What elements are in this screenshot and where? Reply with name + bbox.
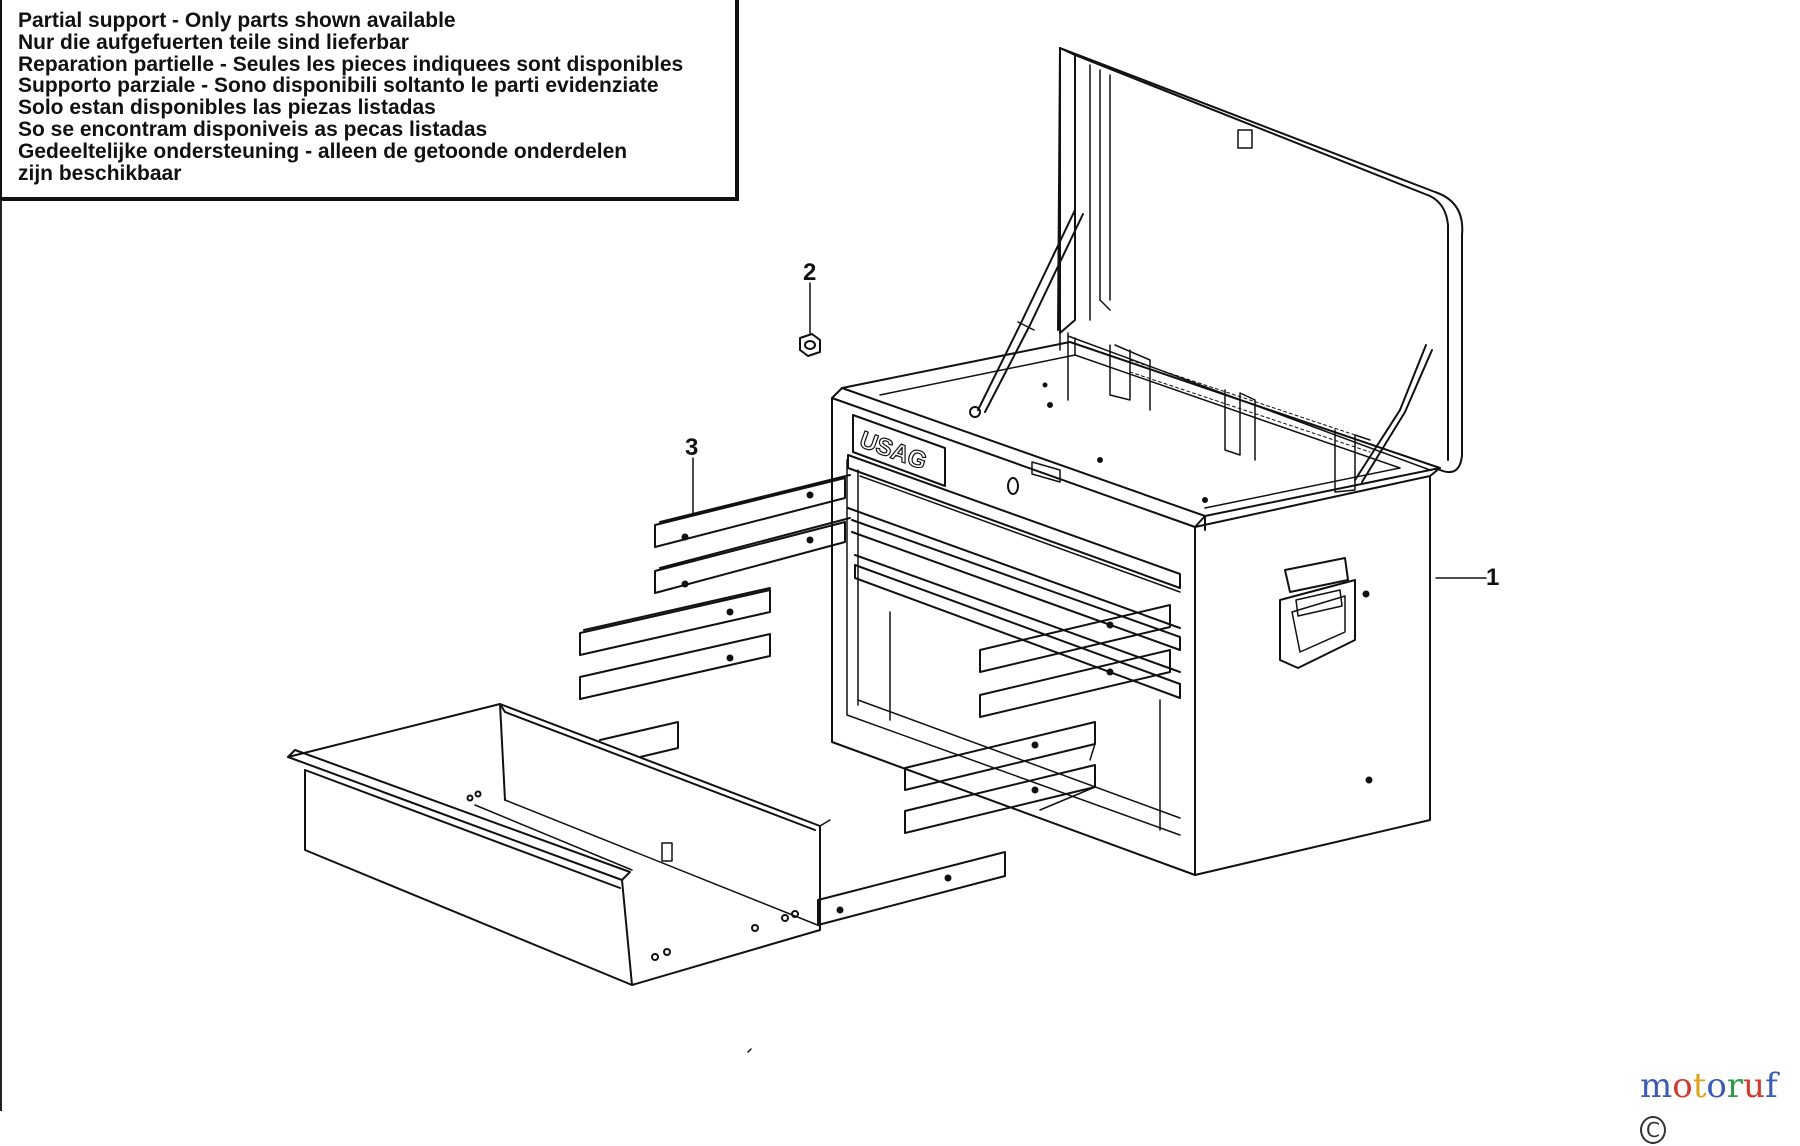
left-frame-line [0,0,2,1111]
slide-9 [817,851,1006,926]
notice-line-fr: Reparation partielle - Seules les pieces… [18,52,684,76]
lid-strut-right [1354,344,1433,483]
part-2-nut [799,333,821,357]
notice-line-de: Nur die aufgefuerten teile sind lieferba… [18,30,409,54]
callout-2: 2 [803,259,816,286]
notice-line-pt: So se encontram disponiveis as pecas lis… [18,117,488,141]
watermark: motoruf C [1640,1066,1800,1146]
side-handle [1279,557,1356,669]
brand-label: USAG [856,426,930,475]
notice-line-it: Supporto parziale - Sono disponibili sol… [18,74,659,98]
exploded-parts-drawing: USAG [287,47,1499,1053]
lock-keyhole [1007,477,1019,495]
watermark-letter: t [1692,1066,1707,1106]
notice-line-es: Solo estan disponibles las piezas listad… [18,96,436,120]
watermark-letter: o [1706,1066,1727,1106]
watermark-letter: f [1765,1066,1778,1106]
slide-4 [579,633,771,700]
slide-5 [979,604,1171,673]
lid-strut-left [977,209,1084,413]
watermark-letter: u [1743,1066,1766,1106]
tool-chest-body: USAG [831,332,1441,876]
slide-2 [654,521,846,594]
slide-6 [979,649,1171,718]
drawer [287,703,831,986]
slide-3 [579,589,771,656]
watermark-mark: C [1640,1116,1666,1144]
callout-3: 3 [685,434,698,461]
slide-1 [654,477,846,548]
chest-side-panel [1194,475,1431,876]
tool-chest-lid [969,47,1464,503]
lock-latch [1031,461,1061,483]
availability-notice-box: Partial support - Only parts shown avail… [0,0,739,201]
part-3-drawer-slides [579,474,1171,926]
watermark-letter: m [1640,1066,1673,1106]
watermark-letter: o [1672,1066,1693,1106]
watermark-text: motoruf [1640,1066,1778,1106]
brand-plate [852,414,946,487]
notice-line-nl: Gedeeltelijke ondersteuning - alleen de … [18,139,628,163]
watermark-letter: r [1726,1066,1744,1106]
callout-1: 1 [1486,564,1499,591]
notice-line-nl-2: zijn beschikbaar [18,161,182,185]
drawer-front-lip [287,749,631,881]
notice-line-en: Partial support - Only parts shown avail… [18,9,456,32]
